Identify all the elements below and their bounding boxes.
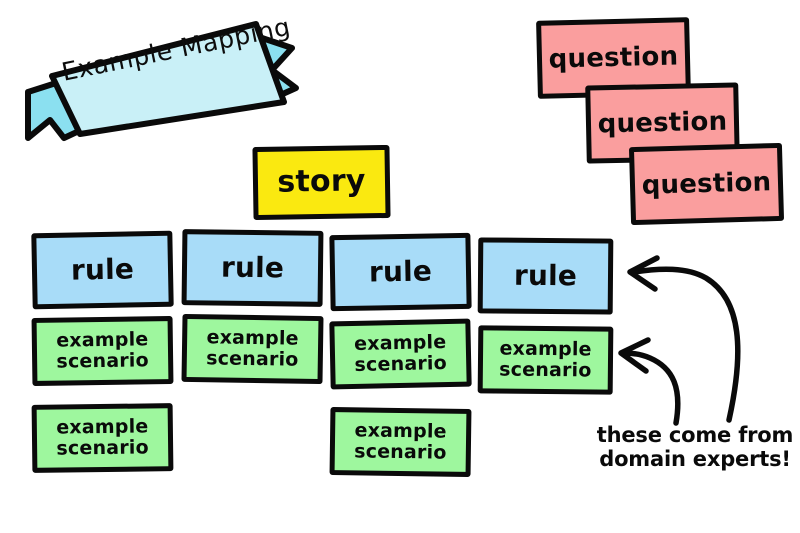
rule-card-2[interactable]: rule xyxy=(181,229,324,307)
example-card-label: example scenario xyxy=(499,337,592,382)
arrowhead-to-rule-card xyxy=(627,255,660,292)
question-card-3[interactable]: question xyxy=(628,142,785,226)
story-card[interactable]: story xyxy=(252,144,391,221)
example-card-line1: example xyxy=(56,415,149,439)
rule-card-1[interactable]: rule xyxy=(31,230,174,310)
banner-ribbon: Example Mapping xyxy=(20,12,310,144)
example-card-line1: example xyxy=(353,330,447,355)
example-card-2[interactable]: example scenario xyxy=(181,313,324,385)
annotation-text: these come from domain experts! xyxy=(592,423,798,471)
question-card-label: question xyxy=(641,166,772,201)
example-card-6[interactable]: example scenario xyxy=(329,407,472,477)
example-card-1[interactable]: example scenario xyxy=(31,316,174,386)
example-card-line1: example xyxy=(354,419,447,443)
rule-card-4[interactable]: rule xyxy=(477,237,614,315)
example-card-line2: scenario xyxy=(354,352,448,376)
example-card-label: example scenario xyxy=(354,419,447,464)
rule-card-label: rule xyxy=(513,258,578,292)
example-card-line1: example xyxy=(499,337,592,361)
example-card-3[interactable]: example scenario xyxy=(329,318,472,390)
example-card-label: example scenario xyxy=(56,415,149,460)
example-card-line2: scenario xyxy=(354,440,447,464)
example-card-line2: scenario xyxy=(56,436,149,460)
example-card-label: example scenario xyxy=(353,330,448,376)
rule-card-label: rule xyxy=(368,254,433,289)
example-card-line2: scenario xyxy=(206,347,299,371)
question-card-label: question xyxy=(597,106,728,140)
example-card-label: example scenario xyxy=(206,326,299,371)
arrowhead-to-example-card xyxy=(618,337,651,374)
example-card-4[interactable]: example scenario xyxy=(477,325,614,395)
annotation-line1: these come from xyxy=(596,423,794,447)
example-card-5[interactable]: example scenario xyxy=(31,403,174,473)
banner-body xyxy=(49,21,287,137)
arrow-to-example-card xyxy=(621,350,681,426)
example-card-line2: scenario xyxy=(56,349,149,373)
arrow-to-rule-card xyxy=(631,266,741,423)
rule-card-3[interactable]: rule xyxy=(329,232,472,312)
banner-shape xyxy=(25,21,299,141)
example-card-line2: scenario xyxy=(499,358,592,382)
question-card-label: question xyxy=(548,41,679,75)
annotation-line2: domain experts! xyxy=(599,446,791,471)
example-card-label: example scenario xyxy=(56,328,149,373)
story-card-label: story xyxy=(277,163,366,200)
example-card-line1: example xyxy=(206,326,299,350)
rule-card-label: rule xyxy=(70,252,135,287)
example-card-line1: example xyxy=(56,328,149,352)
rule-card-label: rule xyxy=(220,250,285,285)
